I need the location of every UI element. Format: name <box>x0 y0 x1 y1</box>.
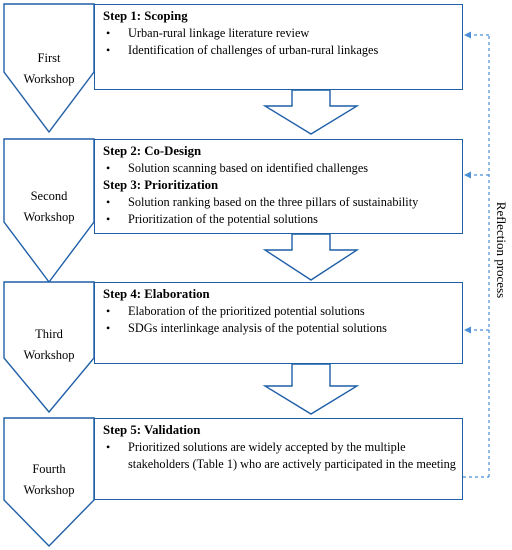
workshop-label-line2: Workshop <box>23 348 75 362</box>
workshop-label-line1: Second <box>30 189 68 203</box>
step-box-validation: Step 5: Validation Prioritized solutions… <box>94 418 463 500</box>
bullet-item: Prioritization of the potential solution… <box>103 211 456 228</box>
down-arrow-1 <box>262 89 360 135</box>
reflection-arrowheads <box>464 31 471 334</box>
bullet-item: Urban-rural linkage literature review <box>103 25 456 42</box>
workshop-label-line1: Third <box>35 327 63 341</box>
workshop-label-line2: Workshop <box>23 483 75 497</box>
step-title: Step 2: Co-Design <box>103 144 202 158</box>
workshop-chevron-4 <box>3 417 95 548</box>
step-title: Step 4: Elaboration <box>103 287 210 301</box>
down-arrow-2 <box>262 233 360 281</box>
bullet-item: Identification of challenges of urban-ru… <box>103 42 456 59</box>
workshop-label-line2: Workshop <box>23 210 75 224</box>
workshop-label-second: Second Workshop <box>4 186 94 228</box>
down-arrow-3 <box>262 363 360 415</box>
step-box-scoping: Step 1: Scoping Urban-rural linkage lite… <box>94 4 463 90</box>
step-title: Step 3: Prioritization <box>103 178 219 192</box>
step-box-elaboration: Step 4: Elaboration Elaboration of the p… <box>94 282 463 364</box>
reflection-feedback-line <box>463 34 490 478</box>
bullet-item: Prioritized solutions are widely accepte… <box>103 439 456 473</box>
step-title: Step 5: Validation <box>103 423 201 437</box>
workshop-chevron-1 <box>3 3 95 134</box>
workshop-label-third: Third Workshop <box>4 324 94 366</box>
bullet-item: SDGs interlinkage analysis of the potent… <box>103 320 456 337</box>
workshop-label-fourth: Fourth Workshop <box>4 459 94 501</box>
step-title: Step 1: Scoping <box>103 9 188 23</box>
bullet-item: Solution ranking based on the three pill… <box>103 194 456 211</box>
workshop-label-line2: Workshop <box>23 72 75 86</box>
workshop-label-line1: First <box>37 51 61 65</box>
workshop-chevron-3 <box>3 281 95 414</box>
workshop-chevron-2 <box>3 138 95 284</box>
step-box-codesign-prioritization: Step 2: Co-Design Solution scanning base… <box>94 139 463 234</box>
bullet-item: Elaboration of the prioritized potential… <box>103 303 456 320</box>
workshop-label-line1: Fourth <box>32 462 66 476</box>
reflection-process-label: Reflection process <box>491 202 511 298</box>
workshop-label-first: First Workshop <box>4 48 94 90</box>
reflection-process-text: Reflection process <box>494 201 509 299</box>
bullet-item: Solution scanning based on identified ch… <box>103 160 456 177</box>
